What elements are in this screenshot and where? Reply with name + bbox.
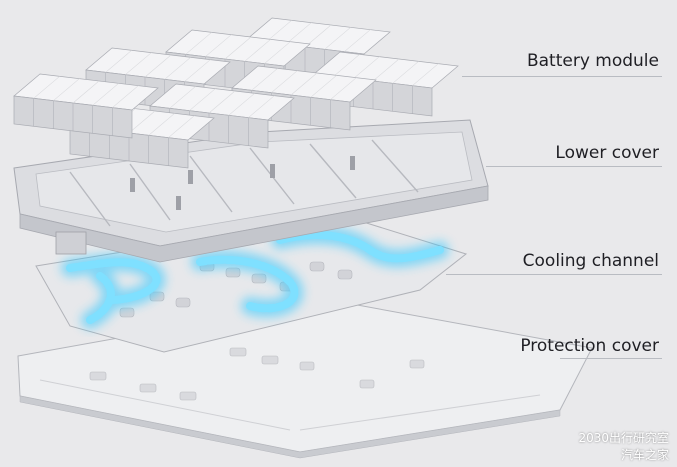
label-cooling-channel: Cooling channel	[522, 251, 659, 271]
battery-module-block	[13, 73, 159, 139]
coolant-flow-core	[66, 231, 444, 324]
watermark-line1: 2030出行研究室	[578, 431, 669, 445]
label-lower-cover: Lower cover	[555, 143, 659, 163]
label-battery-module: Battery module	[526, 51, 659, 71]
tray-mount-posts	[130, 156, 355, 210]
leader-protection-cover	[560, 358, 662, 359]
tray-cross-members	[69, 139, 419, 227]
leader-lower-cover	[486, 166, 662, 167]
leader-battery-module	[462, 76, 662, 77]
label-protection-cover: Protection cover	[520, 336, 659, 356]
battery-modules	[13, 17, 459, 169]
leader-cooling-channel	[446, 274, 662, 275]
watermark-line2: 汽车之家	[620, 448, 669, 462]
protection-cover-holes	[89, 347, 425, 401]
